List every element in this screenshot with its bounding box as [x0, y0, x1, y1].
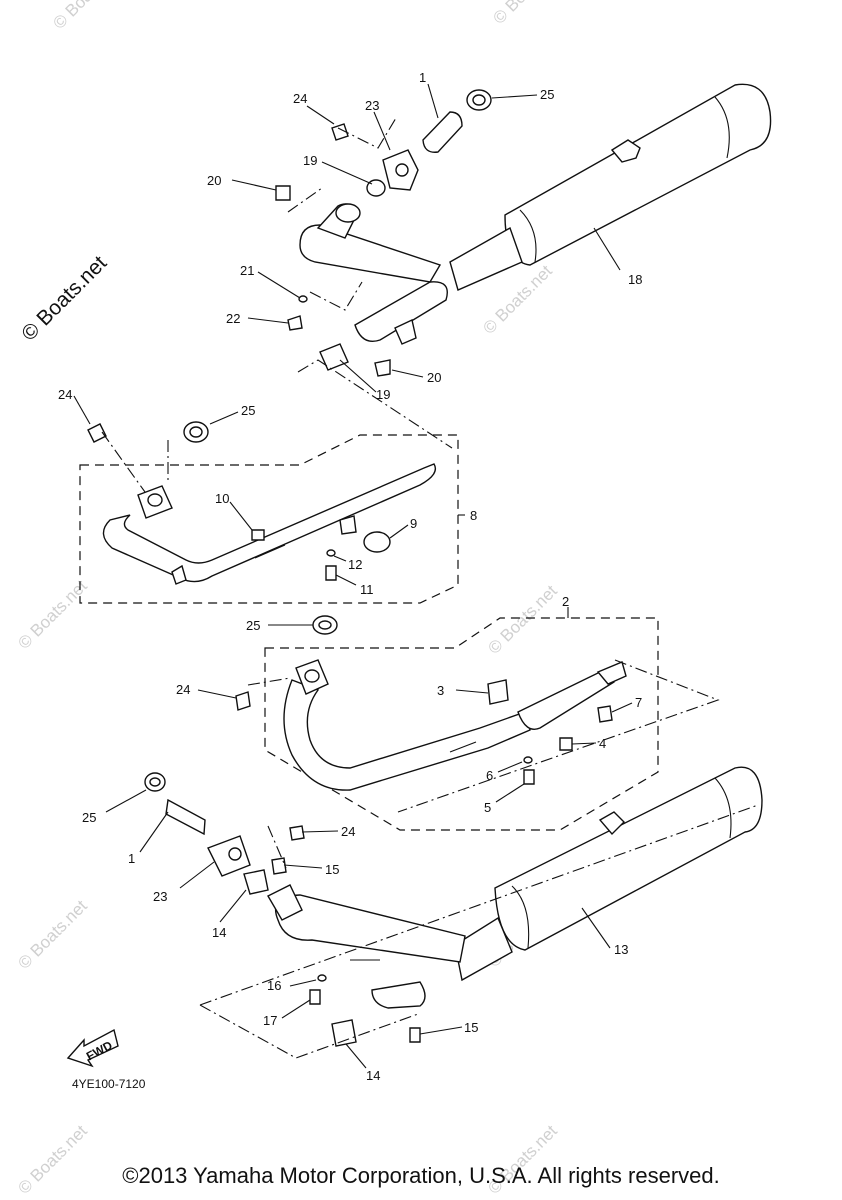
guide-line — [309, 281, 363, 311]
callout-number: 15 — [325, 862, 339, 877]
callouts: 1 25 24 23 19 20 21 22 18 20 19 24 25 10… — [58, 70, 642, 1083]
guide-line — [247, 677, 291, 686]
assembly-8-box — [79, 434, 459, 604]
callout-number: 20 — [207, 173, 221, 188]
callout-number: 8 — [470, 508, 477, 523]
watermark: © Boats.net — [489, 0, 566, 28]
fwd-arrow-icon: FWD — [66, 1028, 119, 1068]
lower-small-parts — [144, 772, 421, 1047]
guide-line — [101, 431, 146, 493]
watermark: © Boats.net — [14, 896, 91, 973]
watermark-main: © Boats.net — [17, 251, 111, 345]
callout-number: 1 — [128, 851, 135, 866]
assembly-2-pipe — [283, 659, 627, 791]
callout-number: 14 — [212, 925, 226, 940]
guide-line — [287, 187, 323, 213]
callout-number: 11 — [360, 582, 374, 597]
guide-line — [337, 117, 397, 149]
guide-line — [199, 804, 759, 1006]
callout-number: 16 — [267, 978, 281, 993]
upper-small-parts — [275, 89, 492, 377]
copyright-notice: ©2013 Yamaha Motor Corporation, U.S.A. A… — [122, 1163, 720, 1188]
callout-number: 20 — [427, 370, 441, 385]
callout-number: 25 — [540, 87, 554, 102]
callout-number: 14 — [366, 1068, 380, 1083]
callout-number: 17 — [263, 1013, 277, 1028]
callout-number: 6 — [486, 768, 493, 783]
watermark: © Boats.net — [49, 0, 126, 33]
callout-number: 23 — [153, 889, 167, 904]
callout-number: 25 — [82, 810, 96, 825]
callout-number: 1 — [419, 70, 426, 85]
watermark: © Boats.net — [484, 581, 561, 658]
callout-number: 3 — [437, 683, 444, 698]
diagram-code: 4YE100-7120 — [72, 1077, 146, 1091]
callout-number: 24 — [341, 824, 355, 839]
lower-muffler — [267, 766, 763, 1009]
callout-number: 15 — [464, 1020, 478, 1035]
assembly-2-small-parts — [235, 615, 613, 785]
guide-line — [397, 659, 720, 813]
guide-line — [267, 825, 287, 869]
callout-number: 4 — [599, 736, 606, 751]
callout-number: 21 — [240, 263, 254, 278]
callout-number: 18 — [628, 272, 642, 287]
callout-number: 24 — [293, 91, 307, 106]
callout-number: 23 — [365, 98, 379, 113]
callout-number: 10 — [215, 491, 229, 506]
callout-number: 24 — [176, 682, 190, 697]
callout-number: 7 — [635, 695, 642, 710]
upper-muffler — [299, 83, 772, 345]
callout-number: 24 — [58, 387, 72, 402]
callout-number: 19 — [376, 387, 390, 402]
assembly-8-pipe — [102, 463, 437, 585]
callout-number: 25 — [246, 618, 260, 633]
guide-line — [297, 359, 453, 449]
assembly-2-box — [264, 617, 659, 831]
assembly-8-small-parts — [87, 421, 391, 581]
guide-line — [199, 1004, 419, 1059]
callout-number: 9 — [410, 516, 417, 531]
callout-number: 12 — [348, 557, 362, 572]
callout-number: 13 — [614, 942, 628, 957]
callout-number: 5 — [484, 800, 491, 815]
callout-number: 25 — [241, 403, 255, 418]
leader-lines — [73, 83, 633, 1069]
callout-number: 22 — [226, 311, 240, 326]
callout-number: 19 — [303, 153, 317, 168]
callout-number: 2 — [562, 594, 569, 609]
